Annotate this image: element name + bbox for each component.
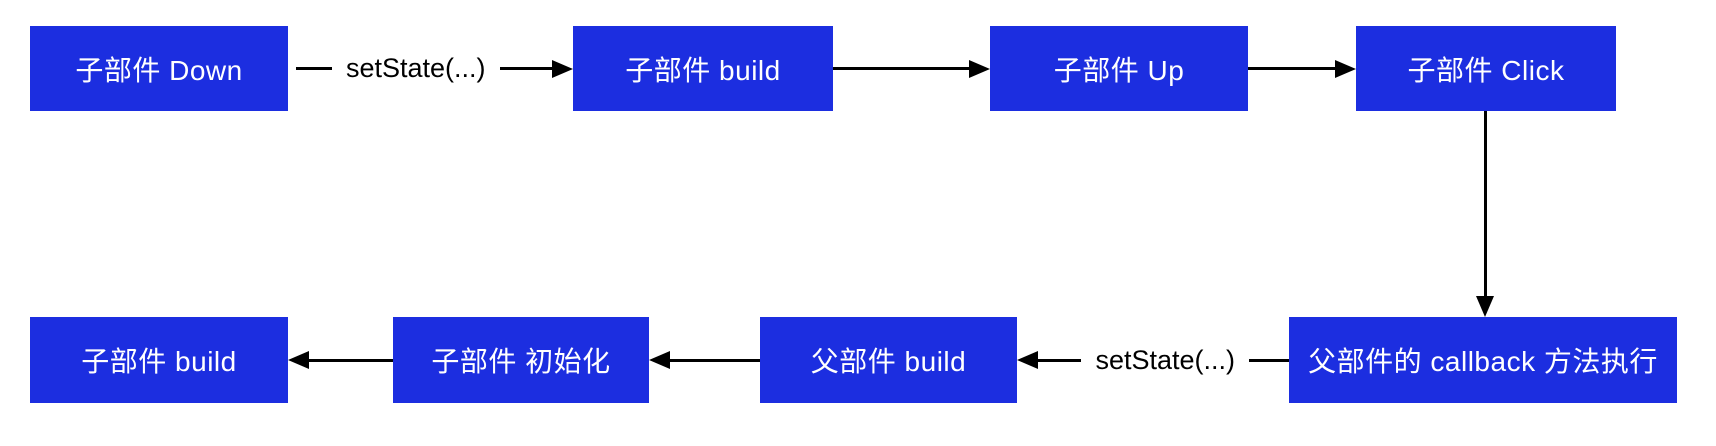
node-child-init: 子部件 初始化: [393, 317, 649, 403]
edge-line: [309, 358, 393, 362]
node-child-down: 子部件 Down: [30, 26, 288, 111]
arrowhead-right-icon: [1335, 59, 1356, 78]
node-child-build-top: 子部件 build: [573, 26, 833, 111]
arrowhead-left-icon: [649, 351, 670, 369]
node-child-build-bottom: 子部件 build: [30, 317, 288, 403]
edge-line: [1248, 67, 1335, 70]
edge-click-to-callback: [1474, 111, 1496, 317]
node-child-down-label: 子部件 Down: [75, 54, 243, 86]
node-parent-callback: 父部件的 callback 方法执行: [1289, 317, 1677, 403]
node-child-up-label: 子部件 Up: [1053, 54, 1185, 86]
arrowhead-right-icon: [969, 59, 990, 78]
arrowhead-right-icon: [552, 59, 573, 78]
node-child-init-label: 子部件 初始化: [431, 346, 611, 377]
edge-setstate-bottom: setState(...): [1017, 317, 1289, 403]
edge-up-to-click: [1248, 26, 1356, 111]
node-child-click-label: 子部件 Click: [1407, 54, 1565, 86]
arrowhead-left-icon: [1017, 351, 1038, 369]
node-child-build-top-label: 子部件 build: [625, 54, 781, 86]
edge-line: [1038, 358, 1082, 362]
edge-line: [1249, 358, 1289, 362]
node-parent-build-label: 父部件 build: [810, 346, 967, 377]
edge-setstate-top-label: setState(...): [346, 53, 486, 83]
arrowhead-left-icon: [288, 351, 309, 369]
edge-line: [296, 67, 332, 70]
arrowhead-down-icon: [1476, 296, 1494, 317]
edge-setstate-bottom-label: setState(...): [1095, 344, 1235, 375]
node-child-up: 子部件 Up: [990, 26, 1248, 111]
edge-line: [499, 67, 552, 70]
edge-line: [1483, 111, 1487, 296]
edge-parentbuild-to-init: [649, 317, 760, 403]
edge-init-to-childbuild: [288, 317, 393, 403]
edge-setstate-top: setState(...): [288, 26, 573, 111]
node-parent-callback-label: 父部件的 callback 方法执行: [1308, 346, 1658, 377]
edge-build-to-up: [833, 26, 990, 111]
edge-line: [670, 358, 760, 362]
node-parent-build: 父部件 build: [760, 317, 1017, 403]
edge-line: [833, 67, 969, 70]
node-child-click: 子部件 Click: [1356, 26, 1616, 111]
node-child-build-bottom-label: 子部件 build: [81, 346, 237, 377]
